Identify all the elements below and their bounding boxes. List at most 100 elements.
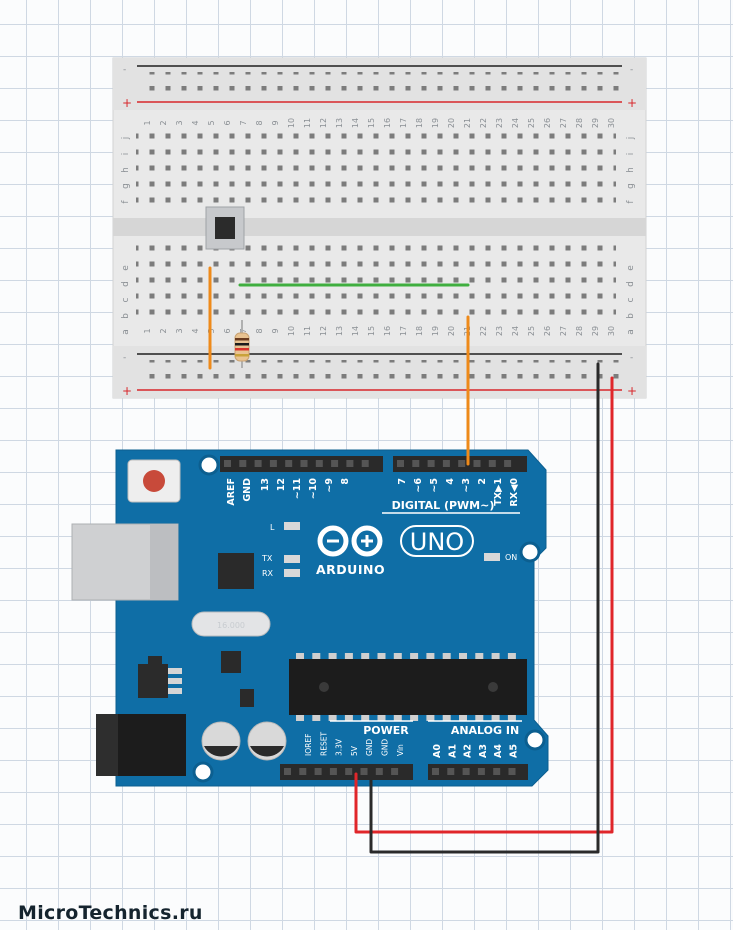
breadboard-column-label: 12: [319, 118, 328, 128]
chip-pin: [393, 715, 402, 721]
header-pin-socket: [391, 768, 399, 775]
center-channel: [113, 218, 646, 236]
header-pin-socket: [427, 460, 435, 467]
digital-pin-label: ~5: [429, 478, 440, 493]
chip-pin: [426, 653, 435, 659]
push-button[interactable]: [205, 206, 245, 250]
breadboard-column-label: 23: [495, 326, 504, 336]
header-pin-socket: [447, 768, 455, 775]
breadboard-row-label: f: [626, 200, 636, 204]
breadboard-row-label: c: [626, 297, 636, 302]
breadboard-column-label: 11: [303, 326, 312, 336]
chip-pin: [344, 653, 353, 659]
reset-button[interactable]: [143, 470, 165, 492]
regulator-pin-3: [168, 688, 182, 694]
breadboard-column-label: 18: [415, 326, 424, 336]
breadboard-column-label: 25: [527, 326, 536, 336]
column-labels: 1122334455667788991010111112121313141415…: [143, 118, 616, 336]
capacitor-right-marking: [250, 746, 284, 757]
breadboard-column-label: 8: [255, 328, 264, 333]
breadboard-row-label: d: [626, 281, 636, 287]
chip-pin: [475, 653, 484, 659]
breadboard-column-label: 5: [207, 120, 216, 125]
logo-right-ring: [351, 525, 383, 557]
breadboard-column-label: 24: [511, 326, 520, 336]
voltage-regulator: [138, 664, 168, 698]
crystal-label: 16.000: [217, 621, 245, 630]
analog-header-label: ANALOG IN: [451, 724, 519, 737]
analog-pin-label: A4: [493, 744, 504, 758]
breadboard-column-label: 28: [575, 326, 584, 336]
header-pin-socket: [412, 460, 420, 467]
rail-sign-bottom-right-minus: -: [630, 353, 633, 363]
header-pin-socket: [473, 460, 481, 467]
header-pin-socket: [239, 460, 247, 467]
chip-pin: [328, 653, 337, 659]
breadboard-column-label: 8: [255, 120, 264, 125]
breadboard-row-label: j: [121, 137, 131, 141]
top-terminal-holes: [136, 130, 616, 210]
rail-sign-top-left-minus: -: [123, 65, 126, 75]
rail-sign-top-right-minus: -: [630, 65, 633, 75]
mounting-hole-bottom-left: [192, 761, 214, 783]
arduino-logo: [317, 525, 383, 557]
header-pin-socket: [462, 768, 470, 775]
breadboard-column-label: 18: [415, 118, 424, 128]
header-pin-socket: [224, 460, 231, 467]
breadboard-column-label: 27: [559, 118, 568, 128]
chip-pin: [507, 653, 516, 659]
breadboard-column-label: 30: [607, 118, 616, 128]
header-pin-socket: [329, 768, 337, 775]
led-l-label: L: [270, 523, 275, 532]
chip-pin: [377, 715, 386, 721]
header-pin-socket: [285, 460, 293, 467]
breadboard-column-label: 22: [479, 326, 488, 336]
breadboard-column-label: 16: [383, 326, 392, 336]
power-jack-front: [96, 714, 118, 776]
bottom-rail-holes-minus: [140, 360, 620, 370]
breadboard-column-label: 14: [351, 118, 360, 128]
header-pin-socket: [360, 768, 368, 775]
breadboard-column-label: 16: [383, 118, 392, 128]
header-pin-socket: [299, 768, 307, 775]
digital-pin-label: TX▶1: [493, 478, 504, 506]
led-rx: [284, 569, 300, 577]
power-pin-label: GND: [381, 739, 390, 756]
breadboard-row-label: b: [626, 313, 636, 319]
chip-pin: [312, 715, 321, 721]
resistor-band-3: [235, 348, 249, 351]
breadboard-row-label: c: [121, 297, 131, 302]
header-pin-socket: [269, 460, 277, 467]
chip-pin: [377, 653, 386, 659]
breadboard-row-label: e: [121, 265, 131, 271]
breadboard-column-label: 24: [511, 118, 520, 128]
header-pin-socket: [508, 768, 516, 775]
breadboard-row-label: a: [121, 329, 131, 335]
breadboard-column-label: 14: [351, 326, 360, 336]
breadboard-column-label: 10: [287, 118, 296, 128]
header-pin-socket: [315, 460, 323, 467]
breadboard-column-label: 13: [335, 326, 344, 336]
digital-pin-label: ~9: [324, 478, 335, 493]
breadboard-row-label: i: [121, 153, 131, 156]
breadboard-row-label: i: [626, 153, 636, 156]
header-holes: [224, 460, 516, 775]
breadboard-column-label: 28: [575, 118, 584, 128]
regulator-pin-1: [168, 668, 182, 674]
breadboard-column-label: 3: [175, 120, 184, 125]
chip-pin: [442, 715, 451, 721]
rail-sign-bottom-left-plus: +: [122, 384, 132, 398]
chip-pin: [491, 715, 500, 721]
chip-pin: [296, 653, 304, 659]
digital-pin-label: ~6: [413, 478, 424, 493]
chip-pin: [393, 653, 402, 659]
header-pin-socket: [458, 460, 466, 467]
black-wire-gnd: [369, 362, 600, 854]
analog-pin-label: A1: [447, 744, 458, 758]
header-pin-socket: [397, 460, 404, 467]
capacitor-left-marking: [204, 746, 238, 757]
breadboard-row-label: e: [626, 265, 636, 271]
power-pin-label: RESET: [319, 732, 328, 756]
chip-pin: [312, 653, 321, 659]
